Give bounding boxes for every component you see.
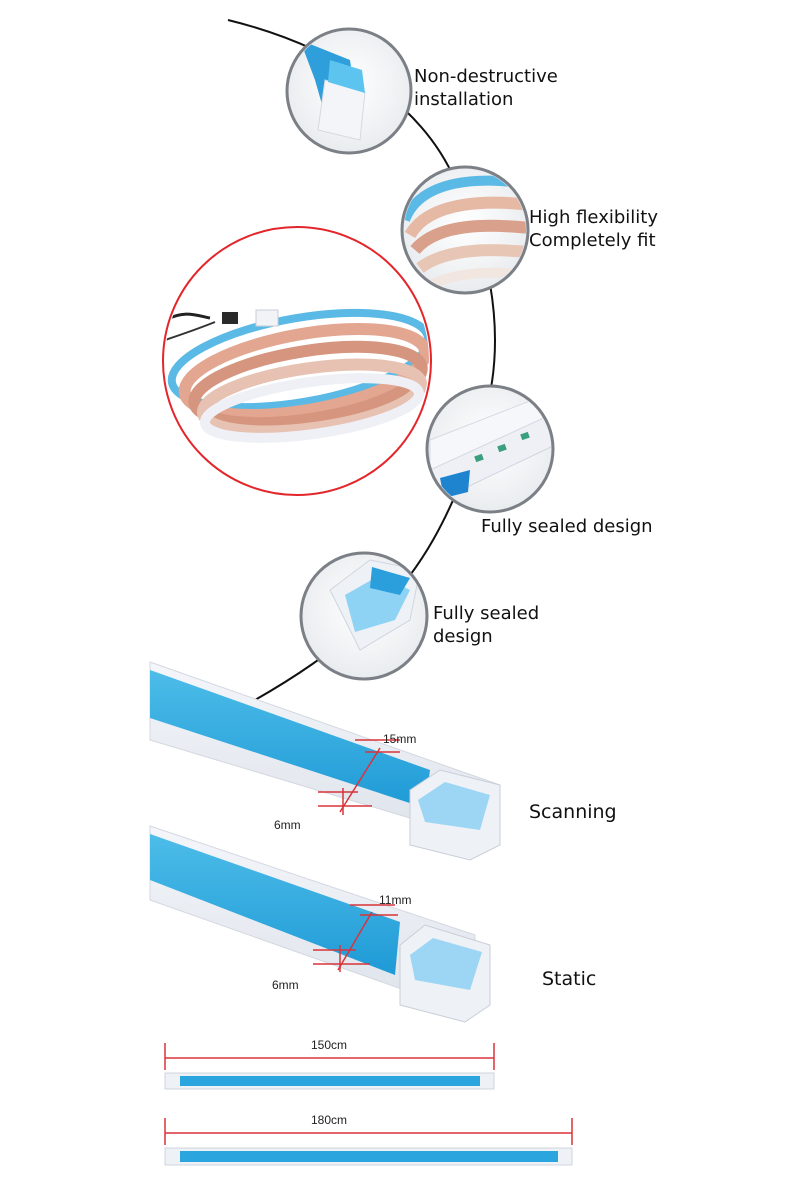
static-strip xyxy=(149,825,491,1023)
length-label-180: 180cm xyxy=(311,1113,348,1127)
feature-label-2-line-1: High flexibility xyxy=(529,207,658,228)
feature-circle-1 xyxy=(285,27,413,155)
length-label-150: 150cm xyxy=(311,1038,348,1052)
feature-circle-2 xyxy=(400,165,530,295)
scanning-height-label: 6mm xyxy=(274,818,301,832)
feature-circle-3 xyxy=(425,384,555,514)
feature-label-3: Fully sealed design xyxy=(481,516,653,539)
feature-label-1: Non-destructive installation xyxy=(414,66,558,111)
variant-name-static: Static xyxy=(542,968,597,990)
feature-label-4-line-2: design xyxy=(433,625,493,647)
variant-name-scanning: Scanning xyxy=(529,801,617,823)
static-width-label: 11mm xyxy=(379,893,412,907)
length-bar-150 xyxy=(164,1043,495,1090)
feature-label-2-line-2: Completely fit xyxy=(529,229,656,251)
feature-label-3-line-1: Fully sealed design xyxy=(481,516,653,537)
feature-label-4: Fully sealed design xyxy=(433,603,539,648)
feature-label-4-line-1: Fully sealed xyxy=(433,603,540,624)
feature-circle-4 xyxy=(299,551,429,681)
feature-label-1-line-1: Non-destructive xyxy=(414,66,558,87)
highlight-circle xyxy=(162,226,432,496)
scanning-strip xyxy=(149,661,501,861)
static-height-label: 6mm xyxy=(272,978,299,992)
feature-label-2: High flexibility Completely fit xyxy=(529,207,658,252)
length-bar-180 xyxy=(164,1118,573,1166)
feature-label-1-line-2: installation xyxy=(414,88,514,110)
scanning-width-label: 15mm xyxy=(383,732,417,746)
